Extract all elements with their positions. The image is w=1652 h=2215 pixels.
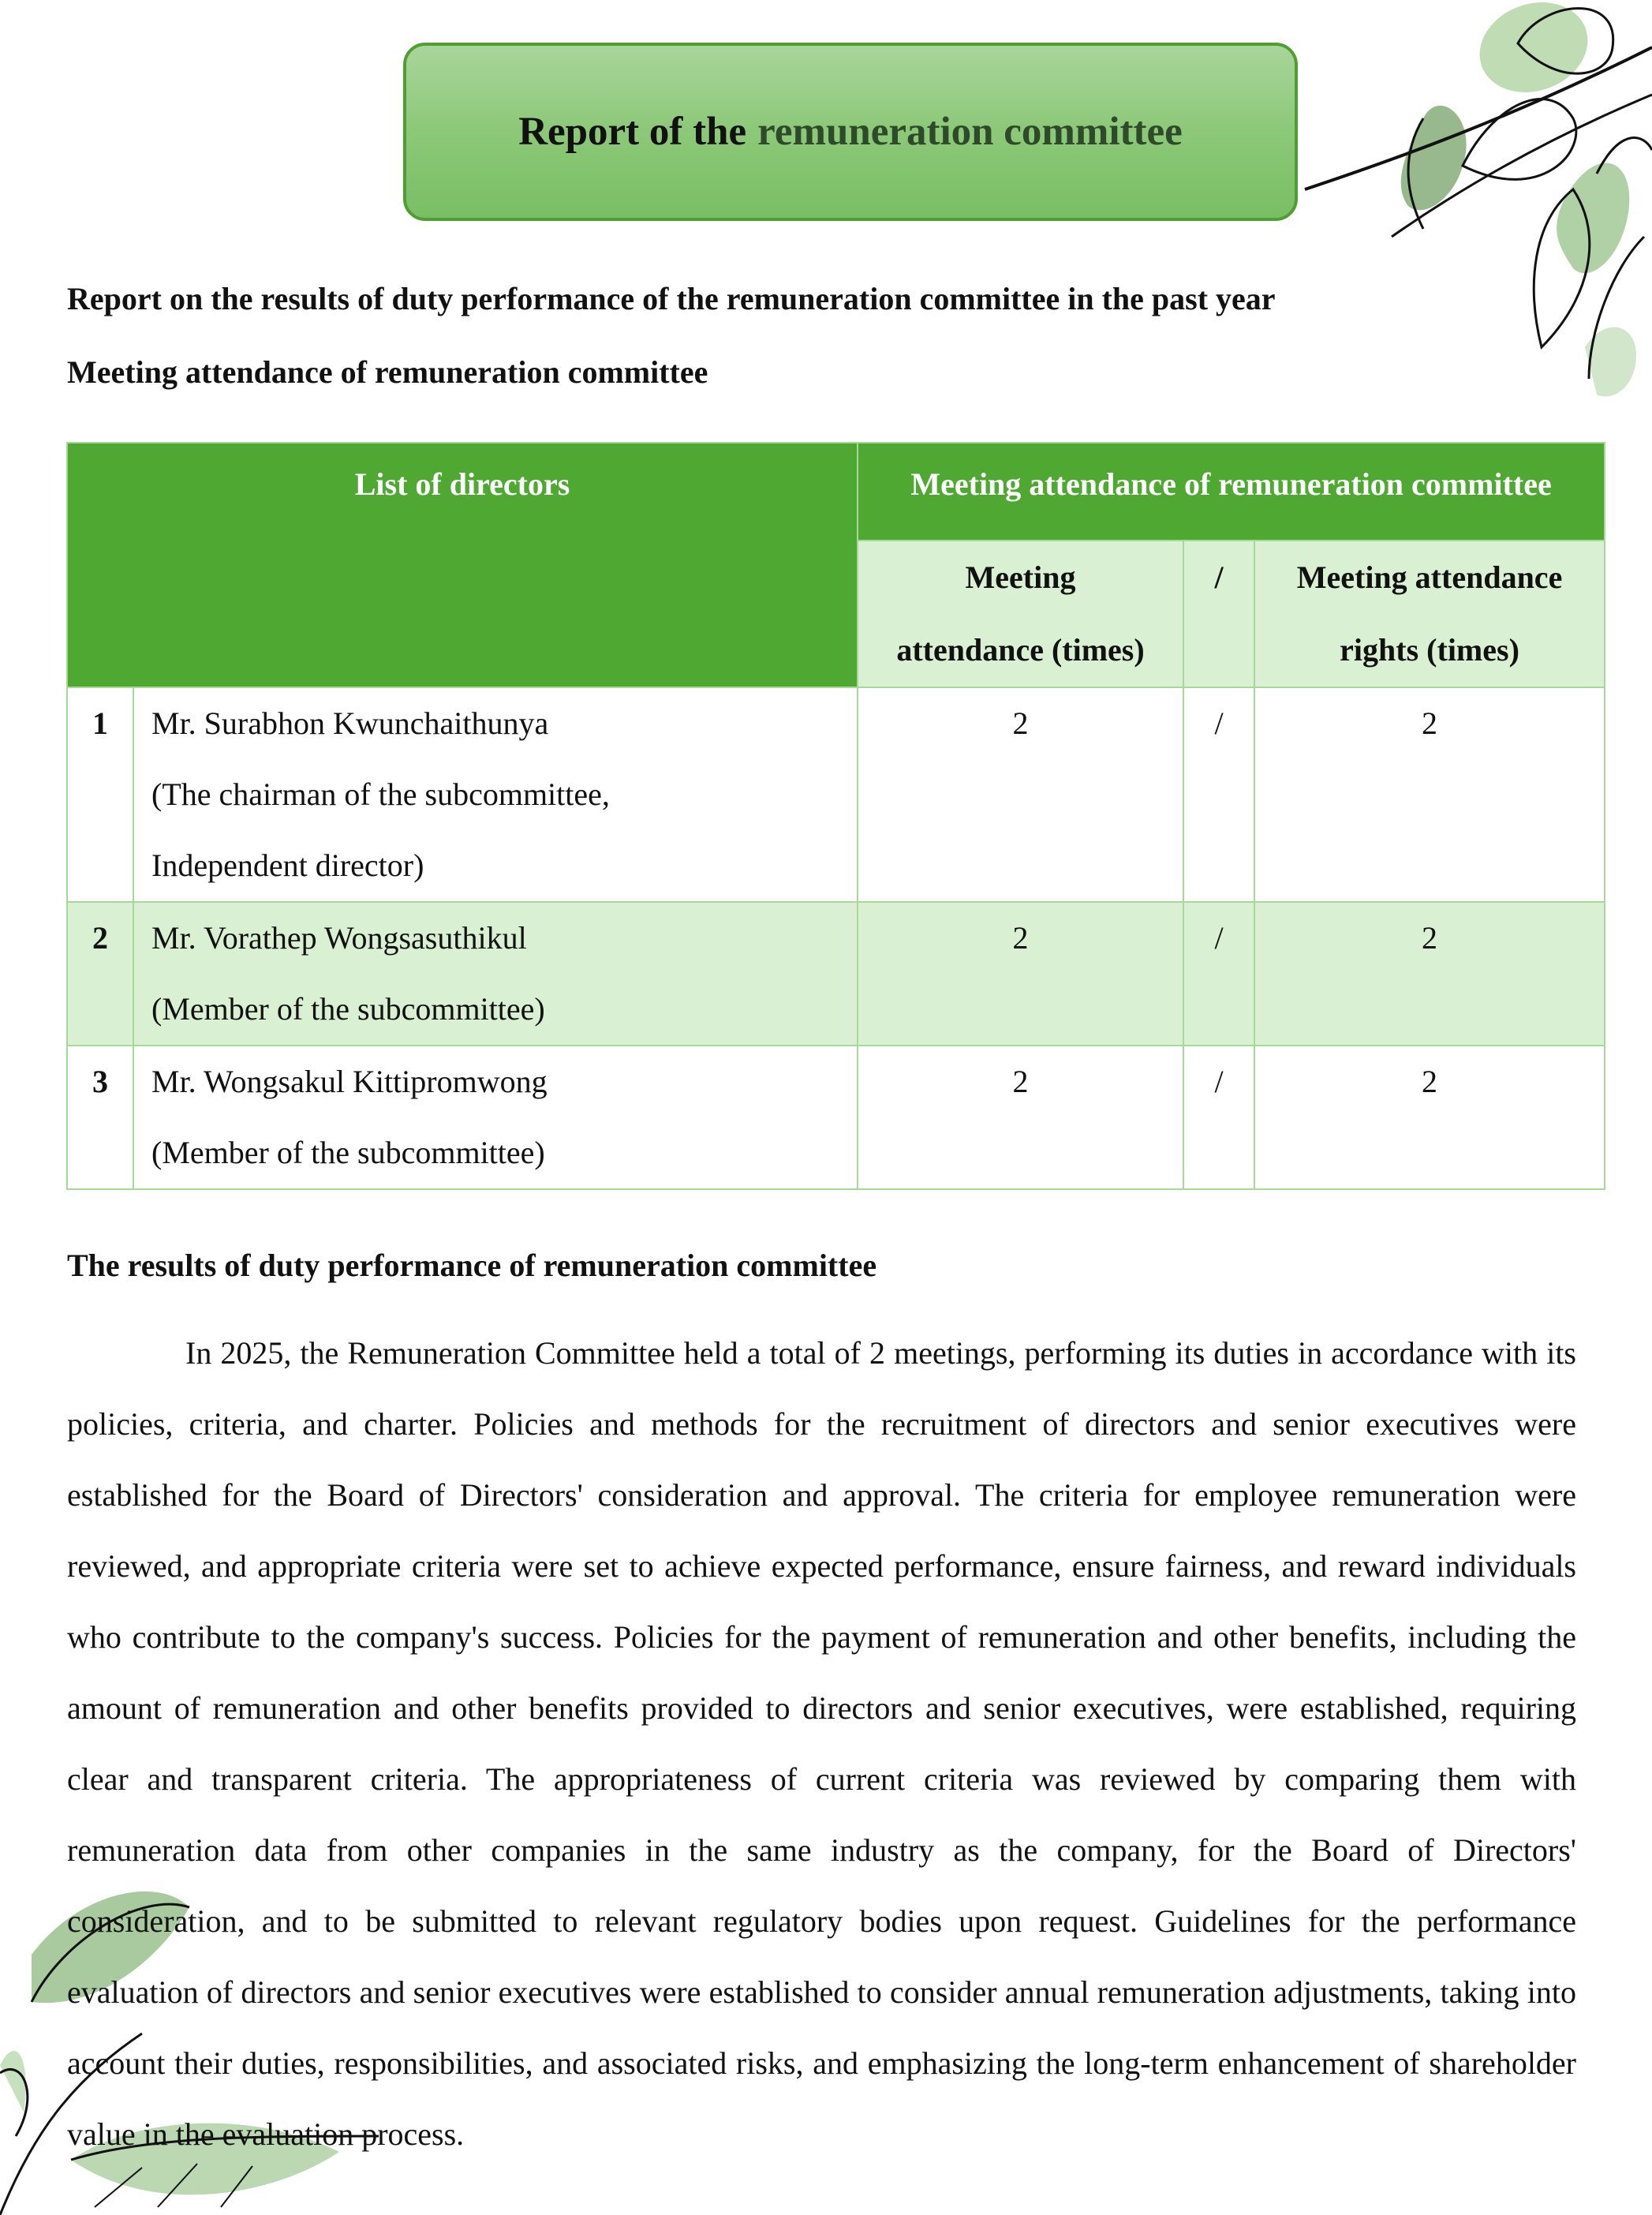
rights-count: 2 [1254,901,1606,1046]
director-name: Mr. Surabhon Kwunchaithunya [151,705,549,741]
rights-count: 2 [1254,687,1606,903]
director-cell: Mr. Wongsakul Kittipromwong (Member of t… [132,1045,859,1190]
row-number: 3 [66,1045,134,1190]
header-meeting-attendance: Meeting attendance of remuneration commi… [857,442,1606,541]
subheader-attendance-line2: attendance (times) [896,632,1145,668]
heading-attendance: Meeting attendance of remuneration commi… [67,354,708,390]
table-row: 2 Mr. Vorathep Wongsasuthikul (Member of… [66,901,1606,1046]
director-role-cont: Independent director) [151,847,424,883]
director-cell: Mr. Vorathep Wongsasuthikul (Member of t… [132,901,859,1046]
leaf-decoration-bottom-icon [0,1891,379,2215]
director-name: Mr. Wongsakul Kittipromwong [151,1064,548,1099]
slash: / [1183,687,1256,903]
table-row: 3 Mr. Wongsakul Kittipromwong (Member of… [66,1045,1606,1190]
rights-count: 2 [1254,1045,1606,1190]
header-list-of-directors: List of directors [65,442,859,541]
header-directors-spacer [65,541,859,688]
slash: / [1183,901,1256,1046]
title-part-1: Report of the [518,110,747,154]
director-role: (Member of the subcommittee) [151,1135,545,1170]
heading-results-past-year: Report on the results of duty performanc… [67,281,1276,316]
subheader-attendance-line1: Meeting [965,559,1076,595]
subheader-rights-line2: rights (times) [1340,632,1519,668]
attended-count: 2 [857,687,1185,903]
attendance-table: List of directors Meeting attendance of … [65,442,1606,1190]
heading-results: The results of duty performance of remun… [67,1248,877,1283]
row-number: 2 [66,901,134,1046]
subheader-rights: Meeting attendance rights (times) [1254,540,1606,688]
subheader-rights-line1: Meeting attendance [1296,559,1563,595]
title-part-2: remuneration committee [757,110,1183,154]
director-role: (Member of the subcommittee) [151,991,545,1027]
table-row: 1 Mr. Surabhon Kwunchaithunya (The chair… [66,687,1606,903]
director-name: Mr. Vorathep Wongsasuthikul [151,920,527,956]
subheader-slash: / [1183,540,1256,688]
row-number: 1 [66,687,134,903]
director-cell: Mr. Surabhon Kwunchaithunya (The chairma… [132,687,859,903]
attended-count: 2 [857,1045,1185,1190]
attended-count: 2 [857,901,1185,1046]
slash: / [1183,1045,1256,1190]
director-role: (The chairman of the subcommittee, [151,776,610,812]
page-title: Report of the remuneration committee [403,43,1298,221]
subheader-attendance: Meeting attendance (times) [857,540,1185,688]
leaf-decoration-top-icon [1304,2,1652,397]
results-paragraph: In 2025, the Remuneration Committee held… [67,1335,1576,2152]
